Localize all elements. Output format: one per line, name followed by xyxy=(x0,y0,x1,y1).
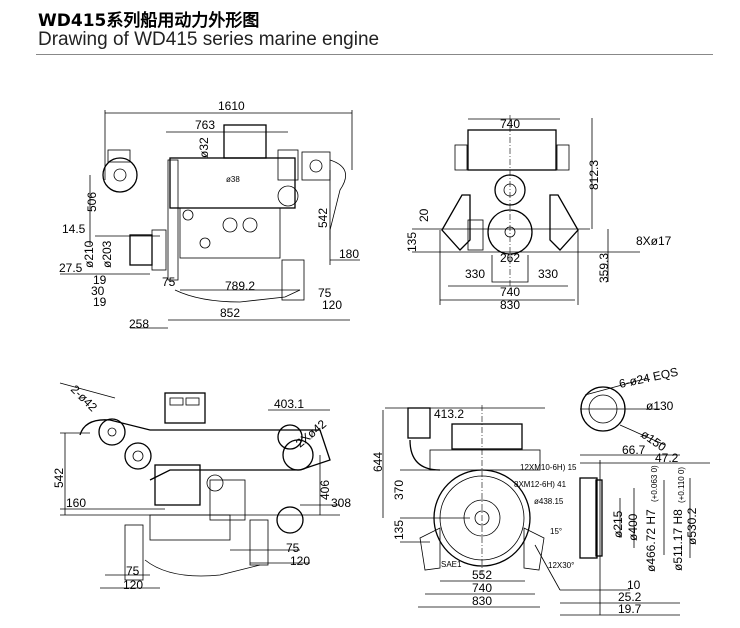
dim-14-5: 14.5 xyxy=(62,222,86,236)
dim-dia-438-15: ø438.15 xyxy=(534,497,564,506)
dim-dia-38: ø38 xyxy=(226,175,240,184)
holes-2x42-left: 2-ø42 xyxy=(68,382,100,414)
sae-label: SAE1 xyxy=(441,560,462,569)
dim-180: 180 xyxy=(339,247,359,261)
dim-262: 262 xyxy=(500,251,520,265)
flywheel-view: 413.2 644 370 135 12XM10-6H) 15 8XM12-6H… xyxy=(371,405,577,608)
dim-135: 135 xyxy=(405,232,419,252)
dim-dia-400: ø400 xyxy=(626,513,640,541)
dim-370: 370 xyxy=(392,480,406,500)
thread-12xm10: 12XM10-6H) 15 xyxy=(520,463,577,472)
title-english: Drawing of WD415 series marine engine xyxy=(38,29,380,50)
dim-552: 552 xyxy=(472,568,492,582)
flange-detail: 6-ø24 EQS ø130 ø150 66.7 47.2 ø215 ø400 … xyxy=(560,365,710,616)
tolerance-h7: (+0.063 0) xyxy=(650,465,659,502)
dim-dia-215: ø215 xyxy=(611,510,625,538)
dim-75b: 75 xyxy=(318,286,332,300)
dim-135-flywheel: 135 xyxy=(392,520,406,540)
side-view-top-outline xyxy=(60,110,360,329)
title-divider xyxy=(36,54,713,55)
side-view-bottom-outline xyxy=(59,382,340,589)
dim-19-7: 19.7 xyxy=(618,602,642,616)
dim-413-2: 413.2 xyxy=(434,407,464,421)
dim-852: 852 xyxy=(220,306,240,320)
dim-789-2: 789.2 xyxy=(225,279,255,293)
dim-406: 406 xyxy=(318,480,332,500)
dim-359-3: 359.3 xyxy=(597,253,611,283)
dim-506: 506 xyxy=(85,192,99,212)
dim-20: 20 xyxy=(417,208,431,222)
side-view-bottom: 2-ø42 403.1 2Xø42 542 160 406 308 75 120… xyxy=(52,382,351,592)
dim-66-7: 66.7 xyxy=(622,443,646,457)
dim-10: 10 xyxy=(627,578,641,592)
dim-dia-203: ø203 xyxy=(100,240,114,268)
dim-dia-130: ø130 xyxy=(646,399,674,413)
dim-330-right: 330 xyxy=(538,267,558,281)
dim-740-top: 740 xyxy=(500,117,520,131)
dim-542-bottom: 542 xyxy=(52,468,66,488)
dim-19a: 19 xyxy=(93,273,107,287)
dim-308: 308 xyxy=(331,496,351,510)
dim-542: 542 xyxy=(316,208,330,228)
dim-120: 120 xyxy=(322,298,342,312)
dim-830: 830 xyxy=(500,298,520,312)
dim-75a: 75 xyxy=(162,275,176,289)
dim-25-2: 25.2 xyxy=(618,590,642,604)
flywheel-view-outline xyxy=(382,405,561,608)
dim-812-3: 812.3 xyxy=(587,160,601,190)
end-view-top: 740 812.3 20 135 8Xø17 262 330 330 359.3… xyxy=(405,115,672,312)
dim-1610: 1610 xyxy=(218,99,245,113)
angle-12x30: 12X30° xyxy=(548,561,574,570)
dim-403-1: 403.1 xyxy=(274,397,304,411)
dim-dia-530-2: ø530.2 xyxy=(685,507,699,545)
dim-120-left: 120 xyxy=(123,578,143,592)
dim-330-left: 330 xyxy=(465,267,485,281)
holes-6x24: 6-ø24 EQS xyxy=(618,365,680,391)
angle-15: 15° xyxy=(550,527,562,536)
flange-detail-outline xyxy=(560,377,710,616)
dim-dia-466-72: ø466.72 H7 xyxy=(644,509,658,572)
dim-120-right: 120 xyxy=(290,554,310,568)
side-view-top: 1610 763 ø32 ø38 506 542 14.5 27.5 ø210 … xyxy=(59,99,360,331)
dim-30: 30 xyxy=(91,284,105,298)
dim-47-2: 47.2 xyxy=(655,451,679,465)
thread-8xm12: 8XM12-6H) 41 xyxy=(514,480,567,489)
title-chinese: WD415系列船用动力外形图 xyxy=(38,11,260,31)
dim-258: 258 xyxy=(129,317,149,331)
dim-740: 740 xyxy=(500,285,520,299)
tolerance-h8: (+0.110 0) xyxy=(677,467,686,503)
dim-dia-32: ø32 xyxy=(197,137,211,158)
dim-27-5: 27.5 xyxy=(59,261,83,275)
holes-2x42-right: 2Xø42 xyxy=(293,417,329,451)
end-view-top-outline xyxy=(412,115,640,305)
dim-763: 763 xyxy=(195,118,215,132)
holes-8x17: 8Xø17 xyxy=(636,234,672,248)
dim-830-flywheel: 830 xyxy=(472,594,492,608)
dim-dia-511-17: ø511.17 H8 xyxy=(671,509,685,571)
dim-75-left: 75 xyxy=(126,564,140,578)
dim-dia-210: ø210 xyxy=(82,240,96,268)
dim-644: 644 xyxy=(371,452,385,472)
dim-740-flywheel: 740 xyxy=(472,581,492,595)
dim-75-right: 75 xyxy=(286,541,300,555)
dim-19b: 19 xyxy=(93,295,107,309)
dim-160: 160 xyxy=(66,496,86,510)
